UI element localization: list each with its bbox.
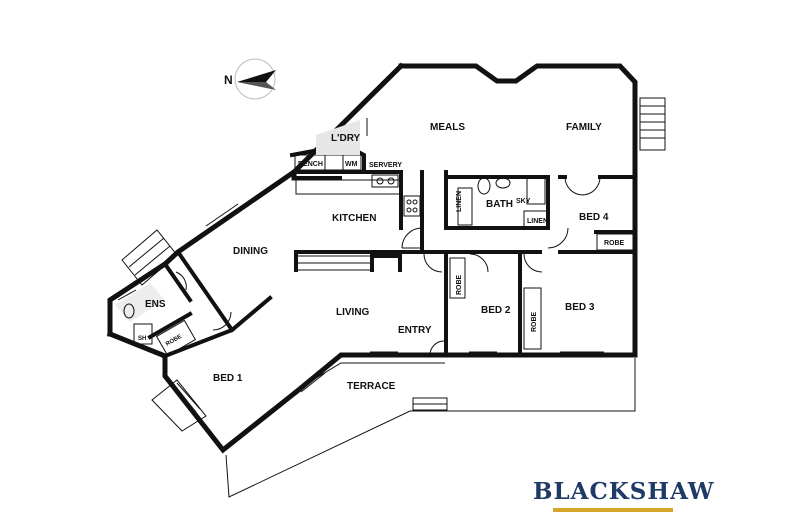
wm-label: WM xyxy=(345,161,358,168)
robe-bed2-label: ROBE xyxy=(456,274,463,295)
robe-bed1-label: ROBE xyxy=(165,334,183,348)
door-swings xyxy=(175,118,601,356)
sky-label: SKY xyxy=(516,198,531,205)
stairs-family xyxy=(639,97,666,151)
bench-label: BENCH xyxy=(298,161,323,168)
servery-label: SERVERY xyxy=(369,162,402,169)
laundry-label: L'DRY xyxy=(331,133,361,144)
ensuite-fixtures xyxy=(115,283,165,345)
ensuite-label: ENS xyxy=(145,299,166,310)
living-label: LIVING xyxy=(336,307,370,318)
laundry-fixtures xyxy=(294,120,362,171)
bed4-label: BED 4 xyxy=(579,212,609,223)
robes xyxy=(155,233,634,357)
entry-stairs xyxy=(295,255,373,271)
shower-label: SH xyxy=(138,336,146,342)
kitchen-fixtures xyxy=(295,174,421,217)
exterior-walls xyxy=(106,62,638,454)
compass-label: N xyxy=(224,73,233,87)
brand-accent-bar xyxy=(553,508,673,512)
bed1-bay xyxy=(151,379,207,432)
brand-name: BLACKSHAW xyxy=(533,478,715,505)
bath-label: BATH xyxy=(486,199,513,210)
entry-label: ENTRY xyxy=(398,325,432,336)
linen-bath-label: LINEN xyxy=(456,191,463,212)
linen-2-label: LINEN xyxy=(527,218,548,225)
bath-fixtures xyxy=(457,177,549,228)
interior-walls xyxy=(107,142,637,359)
dining-label: DINING xyxy=(233,246,268,257)
robe-bed3-label: ROBE xyxy=(531,311,538,332)
windows xyxy=(117,63,638,413)
terrace-outline xyxy=(225,358,636,498)
brand-logo: BLACKSHAW xyxy=(533,478,715,514)
family-label: FAMILY xyxy=(566,122,602,133)
bed1-label: BED 1 xyxy=(213,373,243,384)
north-arrow-icon xyxy=(234,58,276,100)
bed3-label: BED 3 xyxy=(565,302,595,313)
robe-bed4-label: ROBE xyxy=(604,240,625,247)
meals-label: MEALS xyxy=(430,122,465,133)
terrace-label: TERRACE xyxy=(347,381,396,392)
bed2-label: BED 2 xyxy=(481,305,511,316)
kitchen-label: KITCHEN xyxy=(332,213,376,224)
